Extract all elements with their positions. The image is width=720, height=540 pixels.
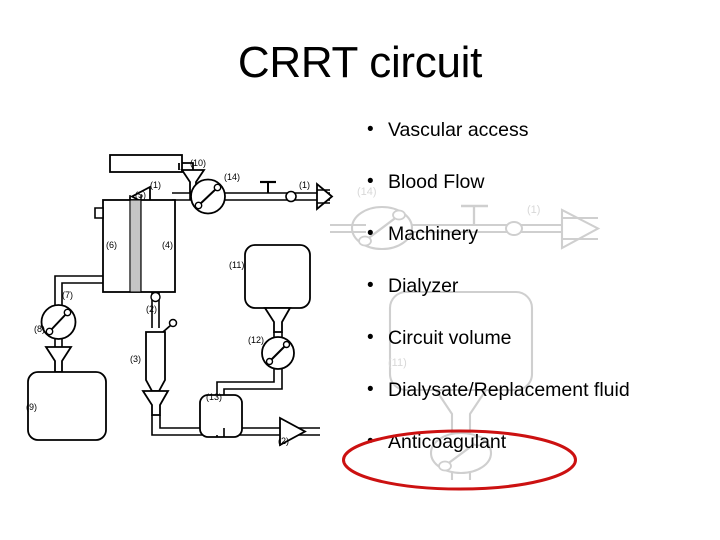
svg-text:(9): (9) (26, 402, 37, 412)
bullet-label-dialysate-replacement-fluid: Dialysate/Replacement fluid (388, 379, 630, 401)
svg-text:(4): (4) (162, 240, 173, 250)
page-title: CRRT circuit (237, 38, 483, 87)
bullet-label-anticoagulant: Anticoagulant (388, 431, 507, 453)
list-item: • Anticoagulant (362, 430, 712, 482)
svg-text:(13): (13) (206, 392, 222, 402)
svg-text:(14): (14) (224, 172, 240, 182)
svg-text:(1): (1) (150, 180, 161, 190)
svg-text:(10): (10) (190, 158, 206, 168)
svg-text:(2): (2) (278, 436, 289, 446)
crrt-circuit-diagram: (10) (1) (14) (1) (5) (6) (4) (7) (8) (9… (10, 140, 340, 470)
svg-text:(7): (7) (62, 290, 73, 300)
svg-text:(2): (2) (146, 304, 157, 314)
svg-text:(6): (6) (106, 240, 117, 250)
diagram-callouts: (10) (1) (14) (1) (5) (6) (4) (7) (8) (9… (26, 158, 310, 446)
bullet-marker: • (367, 431, 374, 452)
bullet-marker: • (367, 171, 374, 192)
bullet-marker: • (367, 327, 374, 348)
list-item: • Machinery (362, 222, 712, 274)
bullet-label-circuit-volume: Circuit volume (388, 327, 512, 349)
bullet-marker: • (367, 223, 374, 244)
svg-text:(1): (1) (299, 180, 310, 190)
bullet-label-dialyzer: Dialyzer (388, 275, 459, 297)
list-item: • Dialyzer (362, 274, 712, 326)
bullet-label-machinery: Machinery (388, 223, 478, 245)
bullet-marker: • (367, 275, 374, 296)
list-item: • Dialysate/Replacement fluid (362, 378, 712, 430)
list-item: • Blood Flow (362, 170, 712, 222)
svg-text:(3): (3) (130, 354, 141, 364)
bullet-marker: • (367, 379, 374, 400)
svg-text:(12): (12) (248, 335, 264, 345)
bullet-label-blood-flow: Blood Flow (388, 171, 485, 193)
bullet-marker: • (367, 119, 374, 140)
svg-text:(11): (11) (229, 260, 244, 270)
list-item: • Vascular access (362, 118, 712, 170)
svg-text:(8): (8) (34, 324, 45, 334)
bullet-label-vascular-access: Vascular access (388, 119, 529, 141)
svg-text:(5): (5) (135, 190, 146, 200)
list-item: • Circuit volume (362, 326, 712, 378)
bullet-list: • Vascular access • Blood Flow • Machine… (362, 118, 712, 482)
